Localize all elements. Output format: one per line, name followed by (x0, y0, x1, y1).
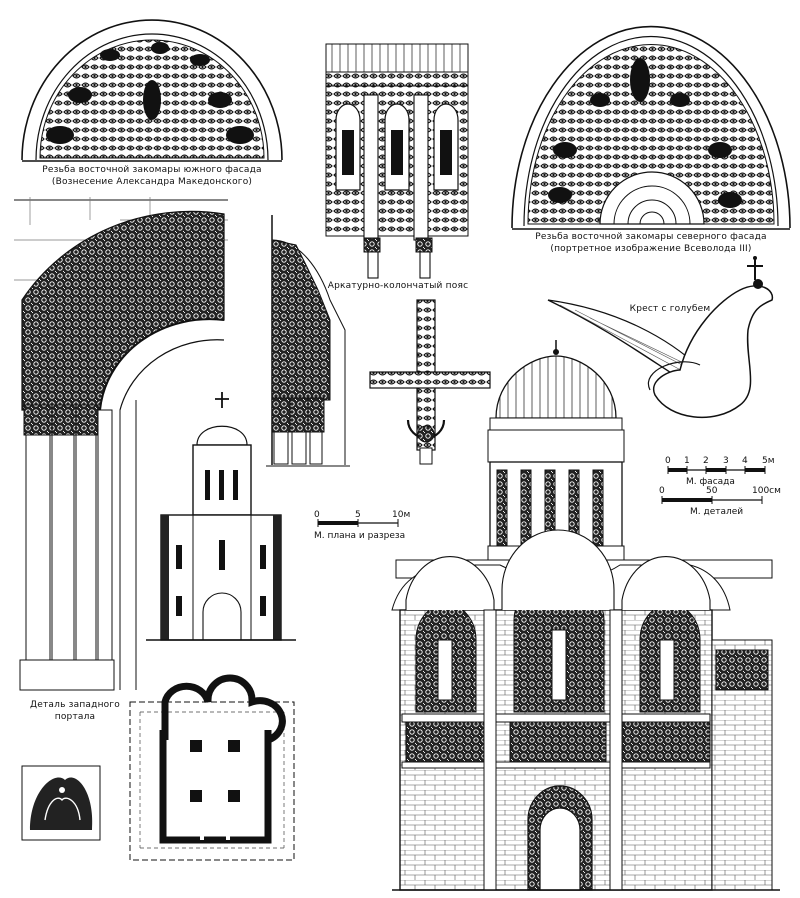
south-zakomara-caption-line1: Резьба восточной закомары южного фасада (42, 165, 262, 175)
scale-details-tick-1: 50 (706, 486, 718, 496)
north-zakomara-caption-line1: Резьба восточной закомары северного фаса… (535, 232, 767, 242)
scale-facade-tick-1: 1 (684, 456, 690, 466)
arcature-belt-drawing (325, 43, 469, 279)
scale-plan-tick-2: 10м (392, 510, 410, 520)
scale-bar-plan-section: 0 5 10м М. плана и разреза (314, 510, 410, 541)
north-zakomara-relief (511, 25, 791, 230)
scale-facade-tick-2: 2 (703, 456, 709, 466)
portal-side-section (266, 215, 350, 467)
scale-facade-tick-3: 3 (723, 456, 729, 466)
scale-bar-facade: 0 1 2 3 4 5м М. фасада (665, 456, 775, 487)
scale-plan-tick-0: 0 (314, 510, 320, 520)
south-zakomara-relief (21, 19, 283, 162)
scale-plan-caption: М. плана и разреза (314, 531, 405, 541)
scale-bar-details: 0 50 100см М. деталей (659, 486, 781, 517)
scale-facade-tick-5: 5м (762, 456, 775, 466)
church-section-drawing (146, 392, 296, 641)
scale-facade-caption: М. фасада (686, 477, 735, 487)
dove-cross (547, 256, 774, 418)
south-zakomara-caption-line2: (Вознесение Александра Македонского) (51, 177, 253, 187)
north-zakomara-caption-line2: (портретное изображение Всеволода III) (550, 244, 752, 254)
church-plan-drawing (129, 674, 295, 861)
scale-details-caption: М. деталей (690, 507, 743, 517)
scale-facade-tick-4: 4 (742, 456, 748, 466)
scale-facade-tick-0: 0 (665, 456, 671, 466)
dove-cross-caption: Крест с голубем (629, 304, 711, 314)
processional-cross (369, 299, 491, 465)
scale-details-tick-0: 0 (659, 486, 665, 496)
arcature-belt-caption: Аркатурно-колончатый пояс (327, 281, 469, 291)
scale-plan-tick-1: 5 (355, 510, 361, 520)
cathedral-facade-drawing (391, 340, 780, 891)
small-griffin-relief (21, 765, 101, 841)
scale-details-tick-2: 100см (752, 486, 781, 496)
west-portal-caption-line1: Деталь западного (30, 700, 120, 710)
west-portal-drawing (14, 197, 228, 691)
west-portal-caption-line2: портала (54, 712, 96, 722)
